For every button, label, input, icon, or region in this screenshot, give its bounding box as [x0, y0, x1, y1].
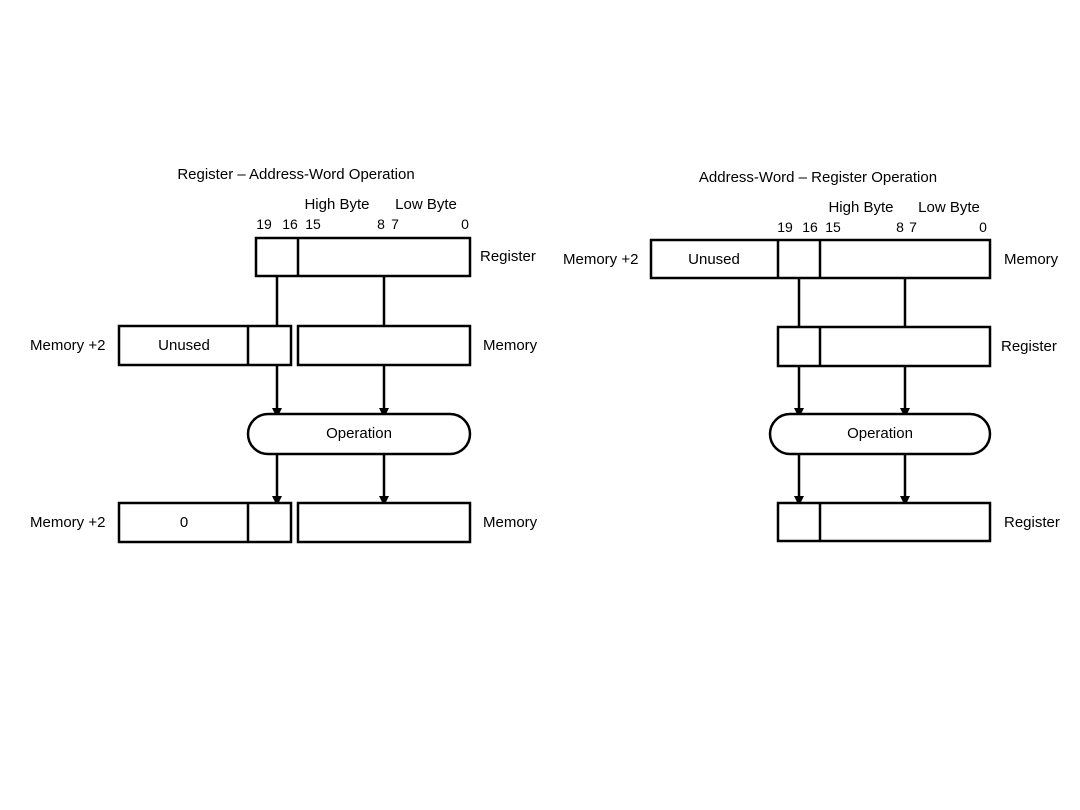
right-result-register-label: Register [1004, 514, 1060, 531]
left-register-label: Register [480, 248, 536, 265]
right-register-box [776, 325, 992, 368]
right-memory-plus2-label: Memory +2 [563, 251, 638, 268]
right-high-byte-label: High Byte [828, 199, 893, 216]
right-bit-7: 7 [909, 219, 917, 235]
left-operation-text: Operation [326, 425, 392, 442]
right-operation-box [768, 412, 992, 456]
right-register-label: Register [1001, 338, 1057, 355]
right-result-register-box [776, 501, 992, 543]
right-unused-text: Unused [688, 251, 740, 268]
left-operation-box [246, 412, 472, 456]
right-memory-label: Memory [1004, 251, 1059, 268]
left-register-box [254, 236, 472, 278]
left-diagram: Register – Address-Word Operation High B… [30, 166, 538, 544]
left-memory-plus2-label: Memory +2 [30, 337, 105, 354]
left-memory-box [296, 324, 472, 367]
left-result-memory-box [296, 501, 472, 544]
left-memory-label: Memory [483, 337, 538, 354]
right-bit-16: 16 [802, 219, 818, 235]
left-result-memory-plus2-label: Memory +2 [30, 514, 105, 531]
left-memory-plus2-box [117, 324, 293, 367]
right-bit-8: 8 [896, 219, 904, 235]
right-operation-text: Operation [847, 425, 913, 442]
left-high-byte-label: High Byte [304, 196, 369, 213]
left-bit-0: 0 [461, 216, 469, 232]
right-memory-box [649, 238, 992, 280]
left-low-byte-label: Low Byte [395, 196, 457, 213]
left-bit-8: 8 [377, 216, 385, 232]
right-bit-19: 19 [777, 219, 793, 235]
left-result-memory-label: Memory [483, 514, 538, 531]
right-diagram: Address-Word – Register Operation High B… [563, 169, 1060, 543]
left-bit-16: 16 [282, 216, 298, 232]
left-unused-text: Unused [158, 337, 210, 354]
left-result-memory-plus2-box [117, 501, 293, 544]
right-bit-0: 0 [979, 219, 987, 235]
left-zero-text: 0 [180, 514, 188, 531]
left-bit-7: 7 [391, 216, 399, 232]
left-bit-15: 15 [305, 216, 321, 232]
left-bit-19: 19 [256, 216, 272, 232]
left-title: Register – Address-Word Operation [177, 166, 414, 183]
right-low-byte-label: Low Byte [918, 199, 980, 216]
right-bit-15: 15 [825, 219, 841, 235]
right-title: Address-Word – Register Operation [699, 169, 937, 186]
